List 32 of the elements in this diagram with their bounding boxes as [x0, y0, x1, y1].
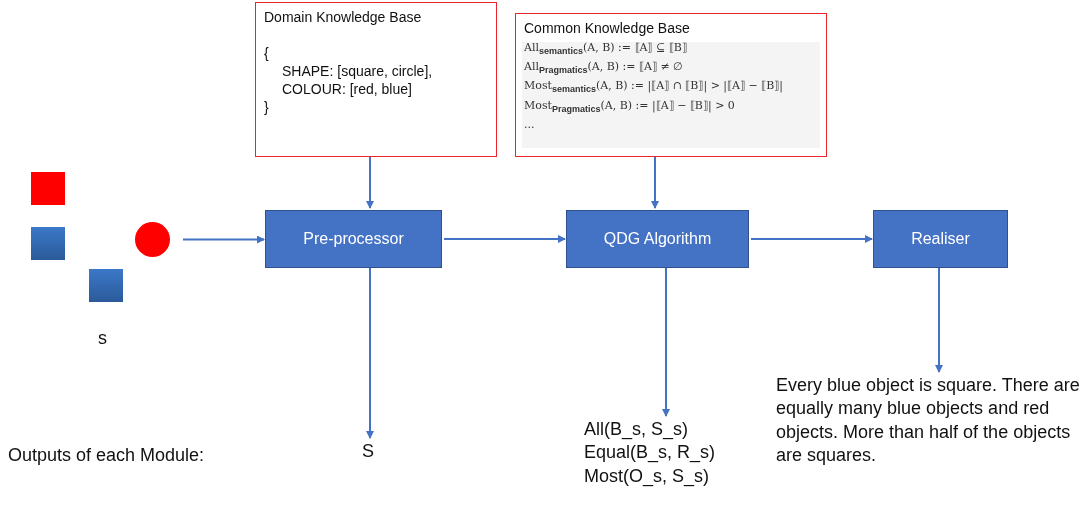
- process-box: Pre-processor: [265, 210, 442, 268]
- output-text: Every blue object is square. There are equally many blue objects and red objects. More than half of the objects are squares.: [776, 374, 1081, 468]
- output-text: S: [362, 440, 375, 463]
- arrow: [182, 235, 265, 244]
- code-line: COLOUR: [red, blue]: [281, 81, 413, 97]
- arrow: [366, 156, 374, 209]
- arrow: [443, 235, 566, 243]
- heading: Domain Knowledge Base: [264, 9, 423, 25]
- process-box: QDG Algorithm: [566, 210, 749, 268]
- arrow: [662, 267, 670, 417]
- output-line: Most(O_s, S_s): [584, 464, 711, 489]
- process-box: Realiser: [873, 210, 1008, 268]
- output-line: All(B_s, S_s): [584, 418, 690, 442]
- code-line: {: [264, 45, 270, 61]
- code-line: SHAPE: [square, circle],: [281, 63, 434, 79]
- formula: ...: [524, 116, 536, 133]
- output-line: Equal(B_s, R_s): [584, 441, 717, 465]
- code-line: }: [264, 99, 270, 115]
- row-label: Outputs of each Module:: [8, 445, 205, 466]
- arrow: [651, 156, 659, 209]
- formula: Most$_{semantics}$(A, B) := |⟦A⟧ ∩ ⟦B⟧| > |⟦A⟧ − ⟦B⟧|: [524, 78, 784, 97]
- knowledge-base-box: [515, 13, 827, 157]
- heading: Common Knowledge Base: [524, 20, 691, 36]
- scene-label: s: [98, 328, 107, 349]
- arrow: [935, 267, 943, 373]
- arrow: [366, 267, 374, 439]
- knowledge-base-box: [255, 2, 497, 157]
- formula: Most$_{Pragmatics}$(A, B) := |⟦A⟧ − ⟦B⟧| > 0: [524, 97, 736, 116]
- circle-shape: [135, 222, 170, 257]
- arrow: [750, 235, 873, 243]
- formula: All$_{semantics}$(A, B) := ⟦A⟧ ⊆ ⟦B⟧: [524, 40, 688, 59]
- formula: All$_{Pragmatics}$(A, B) := ⟦A⟧ ≠ ∅: [524, 59, 685, 78]
